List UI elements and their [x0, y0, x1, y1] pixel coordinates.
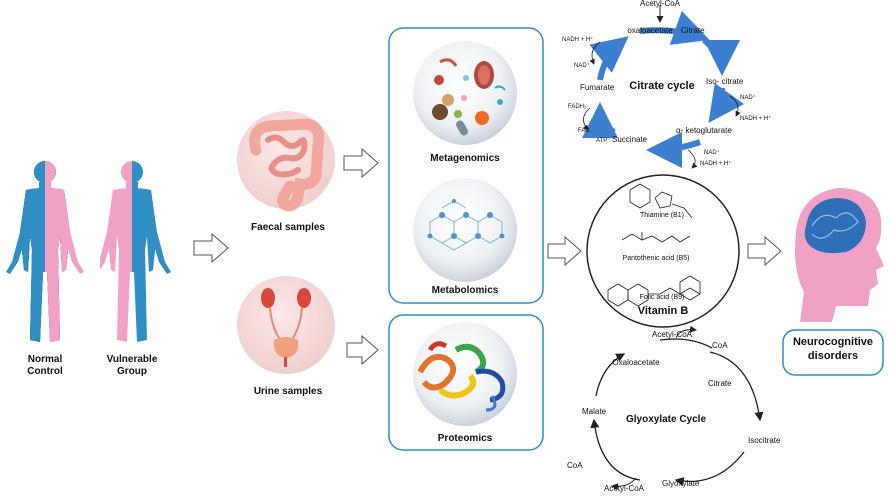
citrate-alpha-kg: α- ketoglutarate: [676, 126, 732, 135]
hollow-arrow-4: [547, 235, 582, 267]
citrate-nad-3: NAD⁺: [704, 150, 720, 156]
glyox-oxaloacetate: Oxaloacetate: [612, 358, 660, 367]
citrate-atp: ATP: [596, 138, 608, 144]
glyox-acetyl-coa-bottom: Acetyl-CoA: [604, 484, 645, 493]
citrate-nadh-2: NADH + H⁺: [740, 116, 772, 122]
citrate-citrate: Citrate: [681, 26, 705, 35]
citrate-nadh-1: NADH + H⁺: [562, 37, 594, 43]
hollow-arrow-5: [747, 235, 782, 267]
vitamin-b-structures: [607, 183, 701, 307]
glyox-acetyl-coa-top: Acetyl-CoA: [651, 330, 693, 339]
glyox-coa-bottom: CoA: [567, 461, 583, 470]
glyoxylate-cycle-title: Glyoxylate Cycle: [625, 414, 707, 425]
citrate-nadh-3: NADH + H⁺: [700, 161, 732, 167]
citrate-fadh2: FADH₂: [568, 104, 587, 110]
citrate-oxaloacetate: oxaloacetate: [627, 26, 673, 35]
urine-sample-illustration: [237, 276, 335, 374]
vulnerable-group-figure: [100, 161, 171, 342]
citrate-cycle-diagram: [582, 5, 745, 169]
metabolomics-sphere: [413, 178, 517, 282]
citrate-fad: FAD: [578, 128, 590, 134]
glyox-coa-top: CoA: [712, 341, 728, 350]
vitamin-pantothenic: Pantothenic acid (B5): [622, 255, 690, 262]
glyox-isocitrate: Isocitrate: [748, 436, 781, 445]
glyoxylate-cycle-diagram: [590, 325, 764, 491]
normal-control-figure: [6, 161, 84, 342]
hollow-arrow-2: [343, 147, 379, 179]
metabolomics-label: Metabolomics: [431, 285, 499, 296]
vitamin-b-circle: [586, 174, 740, 328]
hollow-arrow-3: [346, 334, 379, 366]
citrate-fumarate: Fumarate: [580, 83, 615, 92]
citrate-acetyl-coa: Acetyl-CoA: [639, 0, 681, 8]
faecal-samples-label: Faecal samples: [251, 222, 325, 233]
glyox-citrate: Citrate: [708, 379, 732, 388]
glyox-glyoxylate: Glyoxylate: [662, 479, 700, 488]
citrate-isocitrate: Iso- citrate: [706, 77, 744, 86]
glyox-malate: Malate: [582, 407, 607, 416]
citrate-cycle-title: Citrate cycle: [629, 80, 695, 92]
normal-control-label: Normal Control: [27, 354, 63, 377]
vitamin-folic: Folic acid (B9): [639, 294, 685, 301]
neurocognitive-box: [782, 329, 884, 376]
vulnerable-group-label: Vulnerable Group: [106, 354, 158, 377]
neurocognitive-label: Neurocognitive disorders: [792, 336, 874, 362]
metagenomics-label: Metagenomics: [430, 153, 500, 164]
proteomics-label: Proteomics: [437, 433, 493, 444]
citrate-succinate: Succinate: [612, 135, 648, 144]
vitamin-thiamine: Thiamine (B1): [640, 212, 684, 219]
citrate-nad-2: NAD⁺: [740, 95, 756, 101]
vitamin-b-title: Vitamin B: [637, 305, 689, 317]
brain-head-illustration: [795, 188, 884, 322]
citrate-nad-1: NAD⁺: [574, 63, 590, 69]
urine-samples-label: Urine samples: [253, 386, 323, 397]
faecal-sample-illustration: [237, 111, 335, 212]
hollow-arrow-1: [193, 232, 229, 264]
metagenomics-sphere: [413, 41, 517, 145]
proteomics-sphere: [413, 322, 517, 426]
